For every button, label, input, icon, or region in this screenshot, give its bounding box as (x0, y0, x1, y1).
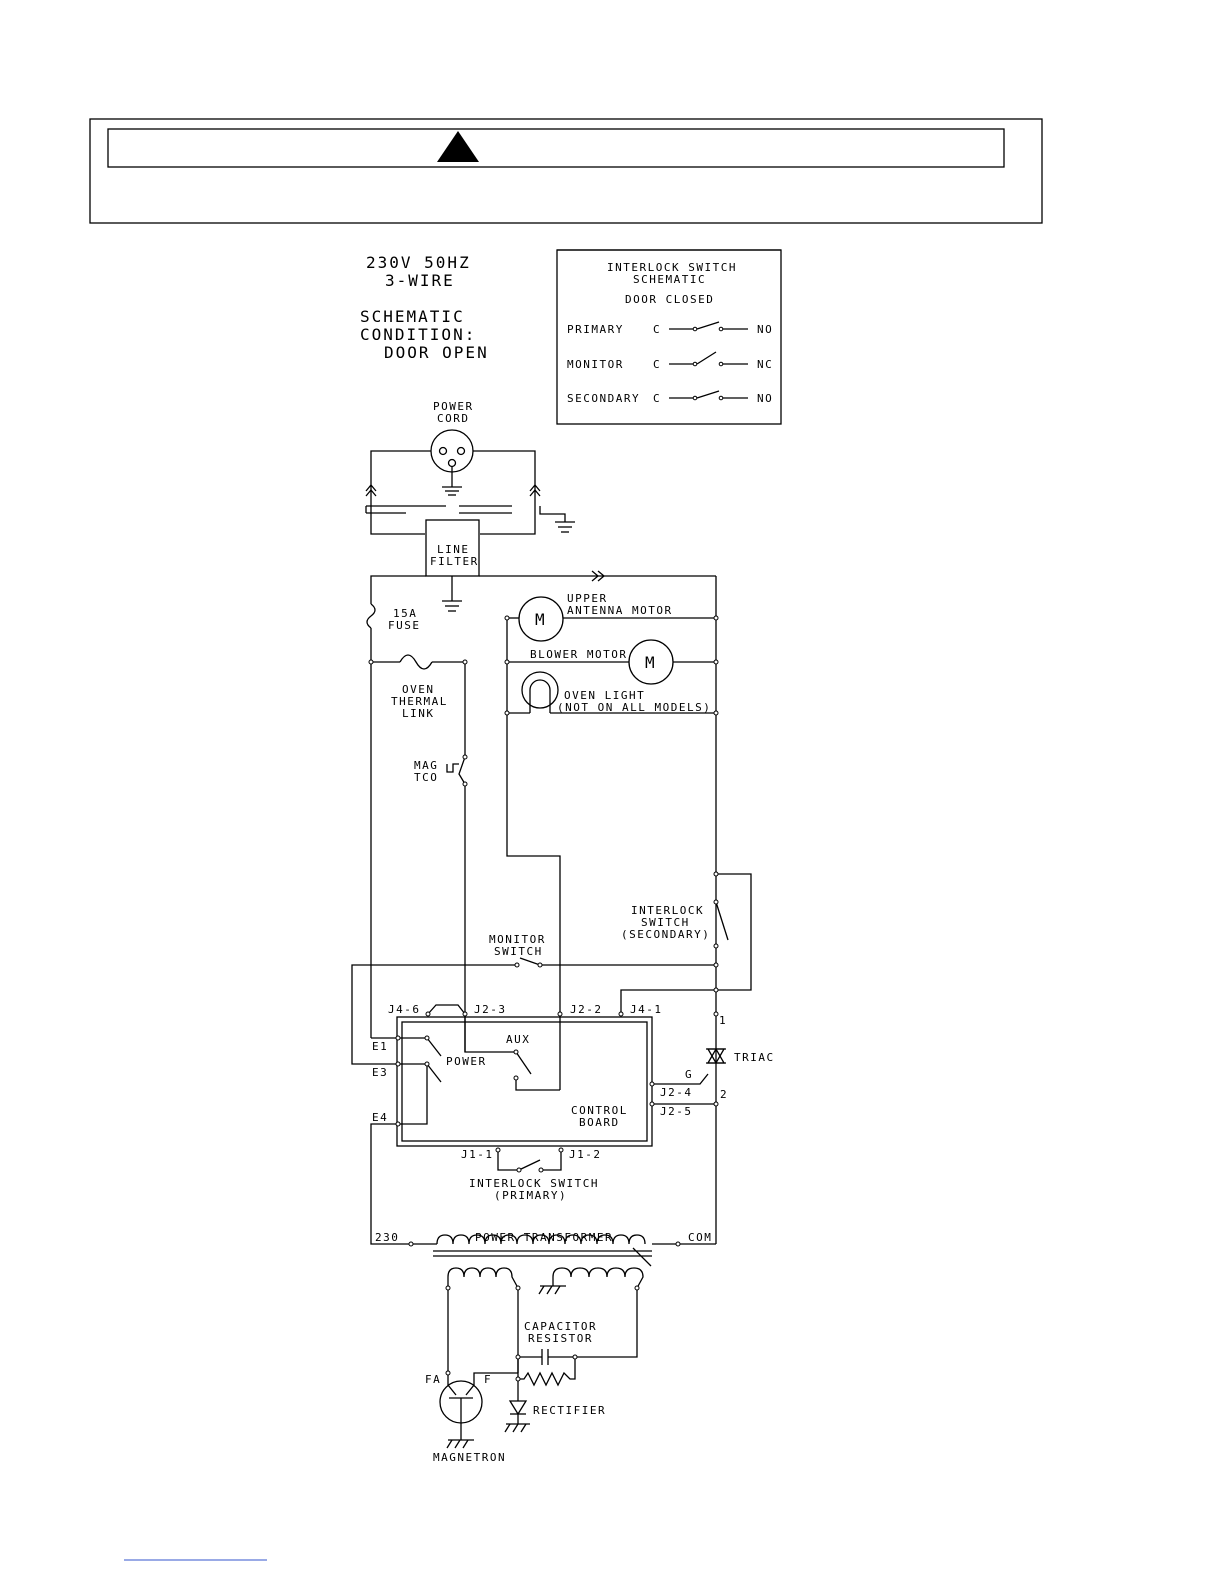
warning-triangle-icon (437, 131, 479, 162)
mag-tco-label-1: MAG (414, 759, 438, 772)
capacitor-label-2: RESISTOR (528, 1332, 593, 1345)
interlock-row-primary-state: NO (757, 323, 773, 336)
interlock-row-monitor-c: C (653, 358, 661, 371)
interlock-row-secondary-c: C (653, 392, 661, 405)
power-cord-label-1: POWER (433, 400, 474, 413)
condition-line-2: CONDITION: (360, 325, 476, 344)
connector-j4-6: J4-6 (388, 1003, 421, 1016)
supply-wiring: 3-WIRE (385, 271, 455, 290)
interlock-schematic-box: INTERLOCK SWITCH SCHEMATIC DOOR CLOSED P… (556, 249, 782, 425)
triac-gate-label: G (685, 1068, 693, 1081)
terminal-e3: E3 (372, 1066, 388, 1079)
magnetron-label: MAGNETRON (433, 1451, 506, 1464)
connector-j2-5: J2-5 (660, 1105, 693, 1118)
magnetron-f-label: F (484, 1373, 492, 1386)
triac-label: TRIAC (734, 1051, 775, 1064)
interlock-row-primary-c: C (653, 323, 661, 336)
connector-j4-1: J4-1 (630, 1003, 663, 1016)
connector-j1-2: J1-2 (569, 1148, 602, 1161)
line-filter-label-1: LINE (437, 543, 470, 556)
condition-line-3: DOOR OPEN (384, 343, 489, 362)
interlock-row-secondary-state: NO (757, 392, 773, 405)
interlock-box-title-3: DOOR CLOSED (625, 293, 714, 306)
secondary-interlock-label-1: INTERLOCK (631, 904, 704, 917)
antenna-motor: M UPPER ANTENNA MOTOR (518, 592, 673, 642)
monitor-switch-label-1: MONITOR (489, 933, 546, 946)
triac-terminal-1: 1 (719, 1014, 727, 1027)
blower-motor-label: BLOWER MOTOR (530, 648, 627, 661)
thermal-link-label-3: LINK (402, 707, 435, 720)
transformer-com-label: COM (688, 1231, 712, 1244)
interlock-row-monitor-switch (669, 351, 748, 367)
fuse-label-2: FUSE (388, 619, 421, 632)
antenna-motor-label-2: ANTENNA MOTOR (567, 604, 673, 617)
interlock-row-monitor-name: MONITOR (567, 358, 624, 371)
interlock-row-secondary-switch (669, 390, 748, 401)
primary-interlock-label-1: INTERLOCK SWITCH (469, 1177, 599, 1190)
high-voltage-circuit: RECTIFIER CAPACITOR RESISTOR FA F MAGNET… (425, 1288, 638, 1464)
monitor-switch-label-2: SWITCH (494, 945, 543, 958)
fuse-label-1: 15A (393, 607, 417, 620)
magnetron-fa-label: FA (425, 1373, 441, 1386)
connector-j2-2: J2-2 (570, 1003, 603, 1016)
interlock-row-secondary-name: SECONDARY (567, 392, 640, 405)
capacitor-label-1: CAPACITOR (524, 1320, 597, 1333)
terminal-e1: E1 (372, 1040, 388, 1053)
thermal-link-label-2: THERMAL (391, 695, 448, 708)
primary-interlock-label-2: (PRIMARY) (494, 1189, 567, 1202)
blower-motor-symbol: M (645, 653, 657, 672)
interlock-box-title-2: SCHEMATIC (633, 273, 706, 286)
connector-j2-4: J2-4 (660, 1086, 693, 1099)
transformer-label: POWER TRANSFORMER (475, 1231, 613, 1244)
triac: TRIAC 1 2 G (685, 1014, 775, 1101)
triac-terminal-2: 2 (720, 1088, 728, 1101)
line-filter: LINE FILTER (425, 519, 480, 612)
secondary-interlock-label-2: SWITCH (641, 916, 690, 929)
control-board: AUX POWER CONTROL BOARD (371, 1014, 653, 1147)
connector-j1-1: J1-1 (461, 1148, 494, 1161)
antenna-motor-symbol: M (535, 610, 547, 629)
power-cord: POWER CORD (365, 400, 575, 535)
interlock-box-title-1: INTERLOCK SWITCH (607, 261, 737, 274)
condition-line-1: SCHEMATIC (360, 307, 465, 326)
blower-motor: M BLOWER MOTOR (530, 639, 674, 685)
interlock-row-primary-name: PRIMARY (567, 323, 624, 336)
transformer-230-label: 230 (375, 1231, 399, 1244)
main-wiring (351, 570, 752, 1245)
power-cord-label-2: CORD (437, 412, 470, 425)
aux-label: AUX (506, 1033, 530, 1046)
line-filter-label-2: FILTER (430, 555, 479, 568)
secondary-interlock-label-3: (SECONDARY) (621, 928, 710, 941)
terminal-e4: E4 (372, 1111, 388, 1124)
power-relay-label: POWER (446, 1055, 487, 1068)
junction-dots (368, 615, 719, 1382)
interlock-row-monitor-state: NC (757, 358, 773, 371)
oven-light: OVEN LIGHT (NOT ON ALL MODELS) (521, 671, 711, 714)
control-board-label-2: BOARD (579, 1116, 620, 1129)
interlock-row-primary-switch (669, 321, 748, 332)
thermal-link-label-1: OVEN (402, 683, 435, 696)
mag-tco-label-2: TCO (414, 771, 438, 784)
rectifier-label: RECTIFIER (533, 1404, 606, 1417)
warning-panel (89, 118, 1043, 224)
power-transformer: 230 POWER TRANSFORMER COM (375, 1231, 712, 1295)
antenna-motor-label-1: UPPER (567, 592, 608, 605)
connector-j2-3: J2-3 (474, 1003, 507, 1016)
oven-light-label-2: (NOT ON ALL MODELS) (557, 701, 711, 714)
supply-rating: 230V 50HZ (366, 253, 471, 272)
oven-light-label-1: OVEN LIGHT (564, 689, 645, 702)
control-board-label-1: CONTROL (571, 1104, 628, 1117)
